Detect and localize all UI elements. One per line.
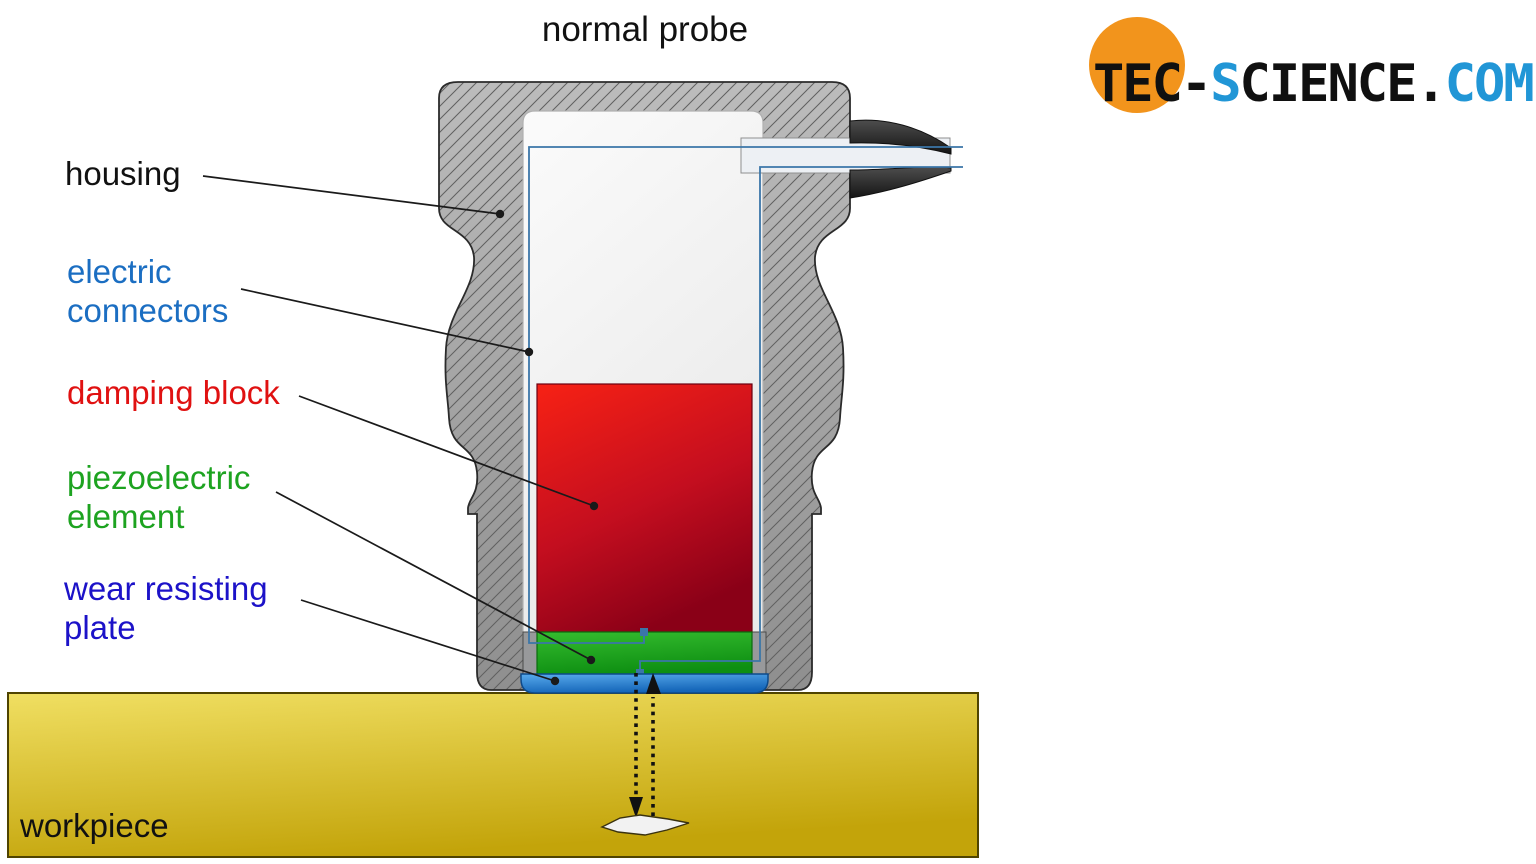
electric-connector-wires <box>528 146 963 671</box>
tec-science-logo: TEC-SCIENCE.COM <box>1089 17 1535 117</box>
diagram-title: normal probe <box>541 10 749 49</box>
logo-text: TEC-SCIENCE.COM <box>1093 54 1535 114</box>
label-housing: housing <box>65 155 181 192</box>
leader-damping <box>298 395 595 507</box>
logo-part-tec: TEC- <box>1093 54 1212 114</box>
logo-orange-circle-icon <box>1089 17 1185 113</box>
leader-wear-plate <box>300 599 556 682</box>
logo-part-com: COM <box>1444 54 1535 114</box>
label-wear-resisting-plate: wear resisting plate <box>64 570 268 646</box>
label-workpiece: workpiece <box>20 807 169 844</box>
leader-lines <box>202 175 595 682</box>
label-damping-block: damping block <box>67 374 280 411</box>
down-arrowhead-icon <box>629 797 643 818</box>
label-electric-connectors: electric connectors <box>67 253 229 329</box>
wear-plate-shape <box>520 673 769 694</box>
up-arrowhead-icon <box>646 673 661 694</box>
logo-part-dot: . <box>1415 54 1446 114</box>
wire-terminal-top <box>640 628 648 636</box>
leader-dots <box>495 209 599 686</box>
logo-part-cience: CIENCE <box>1239 54 1418 114</box>
wire-terminal-bottom <box>636 669 644 677</box>
housing-seat-right <box>751 631 767 676</box>
leader-piezo <box>275 491 592 661</box>
cable-connector <box>849 119 952 199</box>
housing-seat-left <box>522 631 538 676</box>
label-piezoelectric-element: piezoelectric element <box>67 459 251 535</box>
workpiece-shape <box>7 692 979 858</box>
damping-block-shape <box>536 383 753 633</box>
leader-housing <box>202 175 501 215</box>
defect-shape <box>600 814 690 836</box>
logo-part-s: S <box>1210 54 1241 114</box>
ultrasound-arrows <box>629 673 661 818</box>
leader-connectors <box>240 288 530 353</box>
